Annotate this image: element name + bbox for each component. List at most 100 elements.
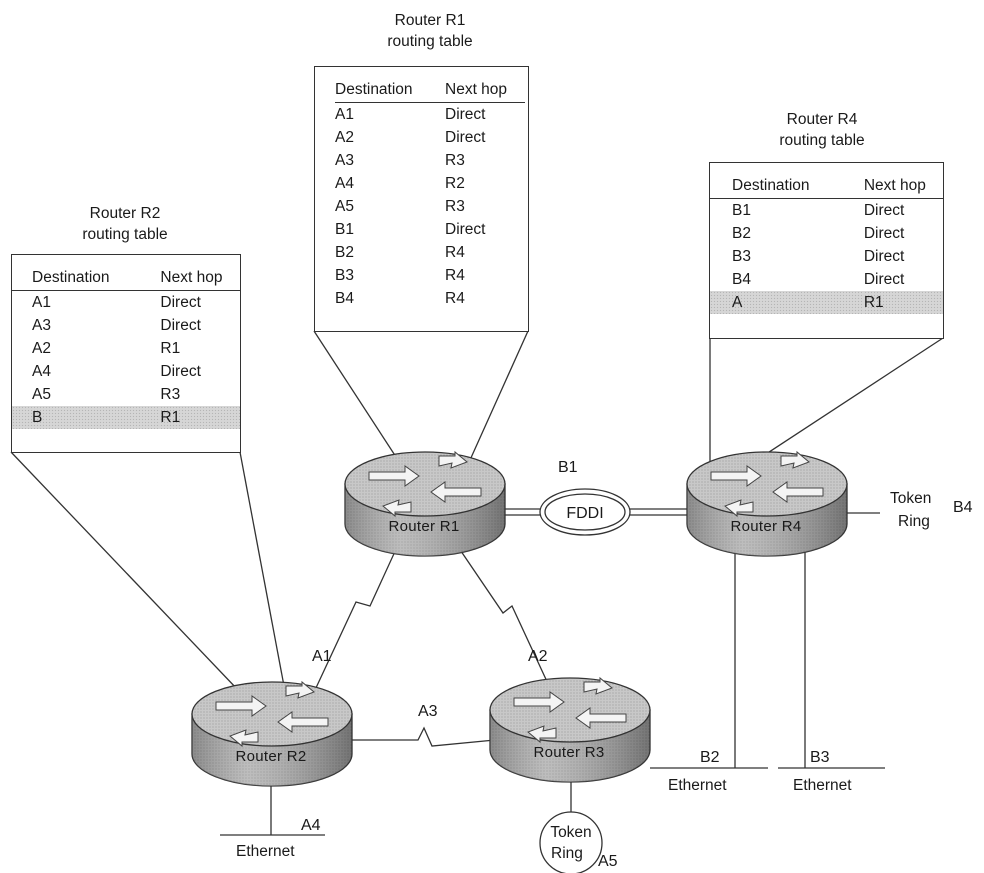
- r4-title-line1: Router R4: [786, 111, 858, 128]
- r1-table-row: A2 Direct: [335, 126, 525, 149]
- r1-row-next-hop: R2: [445, 174, 465, 192]
- r2-row-next-hop: R1: [160, 339, 181, 357]
- net-a5-label: A5: [598, 853, 618, 870]
- r1-row-next-hop: R4: [445, 243, 465, 261]
- r2-row-next-hop: Direct: [160, 293, 201, 311]
- r2-title-line2: routing table: [82, 226, 168, 243]
- r1-table-row: B4 R4: [335, 287, 525, 310]
- r2-row-destination: A2: [32, 339, 51, 357]
- router-r3-label: Router R3: [533, 744, 604, 761]
- r1-row-next-hop: Direct: [445, 220, 486, 238]
- network-links: [220, 508, 885, 836]
- r4-table-row: B4 Direct: [710, 268, 943, 291]
- r1-row-destination: B4: [335, 289, 354, 307]
- r1-row-destination: A1: [335, 105, 354, 123]
- r2-row-next-hop: R1: [160, 406, 240, 429]
- r1-row-destination: A5: [335, 197, 354, 215]
- callout-lines: [10, 330, 944, 691]
- r1-table-row: A3 R3: [335, 149, 525, 172]
- r4-row-next-hop: Direct: [863, 270, 905, 288]
- r1-row-next-hop: R4: [445, 266, 465, 284]
- r2-row-destination: A1: [32, 293, 51, 311]
- r1-table-row: B3 R4: [335, 264, 525, 287]
- router-r2: Router R2: [191, 681, 353, 787]
- r2-col-next-hop: Next hop: [160, 265, 240, 291]
- net-a4-type: Ethernet: [236, 843, 295, 860]
- r1-title-line1: Router R1: [394, 12, 466, 29]
- r2-row-next-hop: Direct: [160, 316, 201, 334]
- r1-table-row: A1 Direct: [335, 103, 525, 127]
- r2-row-next-hop: Direct: [160, 362, 201, 380]
- a5-type-line1: Token: [550, 824, 591, 841]
- r4-col-destination: Destination: [710, 173, 864, 199]
- r2-col-destination: Destination: [12, 265, 161, 291]
- net-a4-label: A4: [301, 817, 321, 834]
- r4-table-title: Router R4 routing table: [747, 109, 897, 151]
- r4-row-destination: B2: [732, 224, 751, 242]
- r2-table-row: A2 R1: [12, 337, 240, 360]
- net-b4-label: B4: [953, 499, 973, 516]
- net-b4-type-line1: Token: [890, 490, 931, 507]
- net-b2-label: B2: [700, 749, 720, 766]
- link-a2-label: A2: [528, 648, 548, 665]
- r1-row-destination: B1: [335, 220, 354, 238]
- r1-row-destination: B2: [335, 243, 354, 261]
- a5-type-line2: Ring: [551, 845, 583, 862]
- r4-row-destination: B1: [732, 201, 751, 219]
- net-b2-type: Ethernet: [668, 777, 727, 794]
- r1-row-destination: A2: [335, 128, 354, 146]
- link-b1-label: B1: [558, 459, 578, 476]
- r1-row-next-hop: R4: [445, 289, 465, 307]
- r4-row-destination: A: [710, 291, 864, 314]
- r1-col-destination: Destination: [335, 77, 445, 103]
- r4-row-destination: B3: [732, 247, 751, 265]
- r4-table-row: B1 Direct: [710, 199, 943, 223]
- router-r1-label: Router R1: [388, 518, 459, 535]
- router-r2-label: Router R2: [235, 748, 306, 765]
- r4-col-next-hop: Next hop: [863, 173, 943, 199]
- r4-row-next-hop: Direct: [863, 201, 905, 219]
- r1-row-destination: A4: [335, 174, 354, 192]
- r1-row-next-hop: Direct: [445, 128, 486, 146]
- token-ring-a5: Token Ring: [539, 811, 603, 873]
- fddi-label: FDDI: [566, 505, 603, 522]
- r1-row-next-hop: R3: [445, 151, 465, 169]
- net-b3-type: Ethernet: [793, 777, 852, 794]
- r2-row-destination: A5: [32, 385, 51, 403]
- net-b4-type-line2: Ring: [898, 513, 930, 530]
- r2-row-destination: A4: [32, 362, 51, 380]
- r4-table-row: B3 Direct: [710, 245, 943, 268]
- r4-row-destination: B4: [732, 270, 751, 288]
- router-r4: Router R4: [686, 451, 848, 557]
- r2-row-next-hop: R3: [160, 385, 181, 403]
- r1-row-next-hop: Direct: [445, 105, 486, 123]
- r2-table-row: A1 Direct: [12, 291, 240, 315]
- r2-table-row: A4 Direct: [12, 360, 240, 383]
- r1-col-next-hop: Next hop: [445, 77, 525, 103]
- r1-table-row: B2 R4: [335, 241, 525, 264]
- link-a3-label: A3: [418, 703, 438, 720]
- r1-row-destination: B3: [335, 266, 354, 284]
- r1-row-destination: A3: [335, 151, 354, 169]
- r4-row-next-hop: Direct: [863, 224, 905, 242]
- r4-table-row: B2 Direct: [710, 222, 943, 245]
- fddi-ring: FDDI: [539, 488, 631, 536]
- router-r1: Router R1: [344, 451, 506, 557]
- router-r4-label: Router R4: [730, 518, 801, 535]
- r4-row-next-hop: Direct: [863, 247, 905, 265]
- router-r3: Router R3: [489, 677, 651, 783]
- r2-title-line1: Router R2: [89, 205, 161, 222]
- r4-title-line2: routing table: [779, 132, 865, 149]
- r1-table-row: B1 Direct: [335, 218, 525, 241]
- r1-table-row: A4 R2: [335, 172, 525, 195]
